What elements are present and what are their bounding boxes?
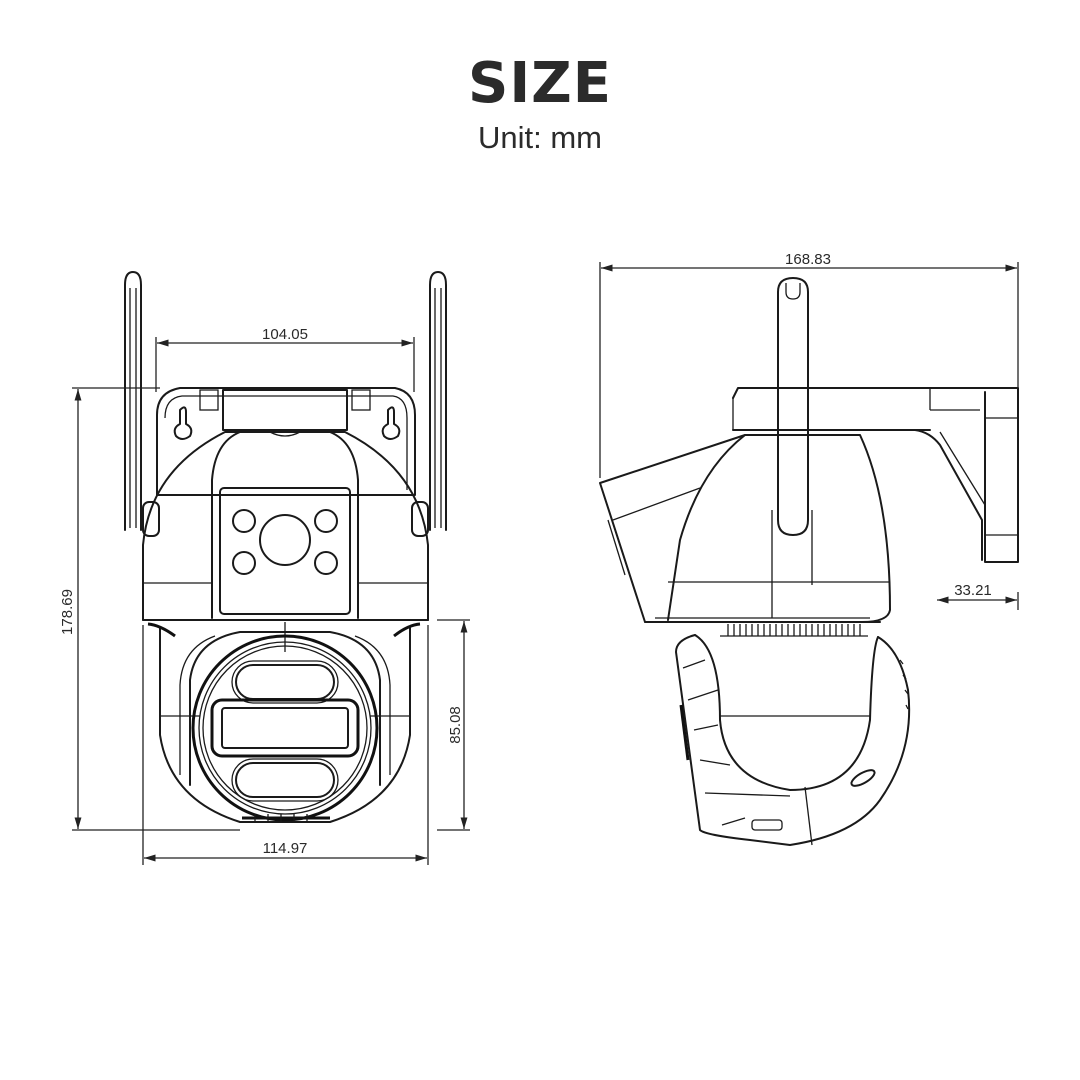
dim-total-depth: 168.83 [599,251,1019,478]
dim-label-114: 114.97 [263,840,308,857]
dim-lens-module-height: 85.08 [437,619,470,831]
lower-housing [147,622,421,823]
dim-label-85: 85.08 [447,706,464,744]
side-antenna-icon [771,277,813,618]
dim-label-33: 33.21 [954,582,992,599]
front-view: 104.05 178.69 85.08 114.97 [59,271,470,865]
page-title: SIZE [467,51,613,116]
dim-total-height: 178.69 [59,387,240,831]
dim-bracket-width: 104.05 [155,326,415,392]
wall-bracket [156,387,416,496]
dim-label-168: 168.83 [785,251,831,268]
right-antenna-icon [429,271,447,531]
header: SIZE Unit: mm [0,52,1080,158]
side-upper-housing [599,434,891,637]
left-antenna-icon [124,271,142,531]
upper-housing [142,431,429,621]
dim-label-178: 178.69 [59,589,76,635]
dim-label-104: 104.05 [262,326,308,343]
unit-label: Unit: mm [478,120,602,155]
dim-wall-offset: 33.21 [937,582,1019,610]
dim-body-width: 114.97 [142,625,429,865]
side-view: 168.83 33.21 [599,251,1019,846]
side-wall-bracket [732,387,1019,563]
side-lower-housing [675,634,911,846]
vent-grille [720,624,868,637]
upper-lens-icon [259,514,311,566]
